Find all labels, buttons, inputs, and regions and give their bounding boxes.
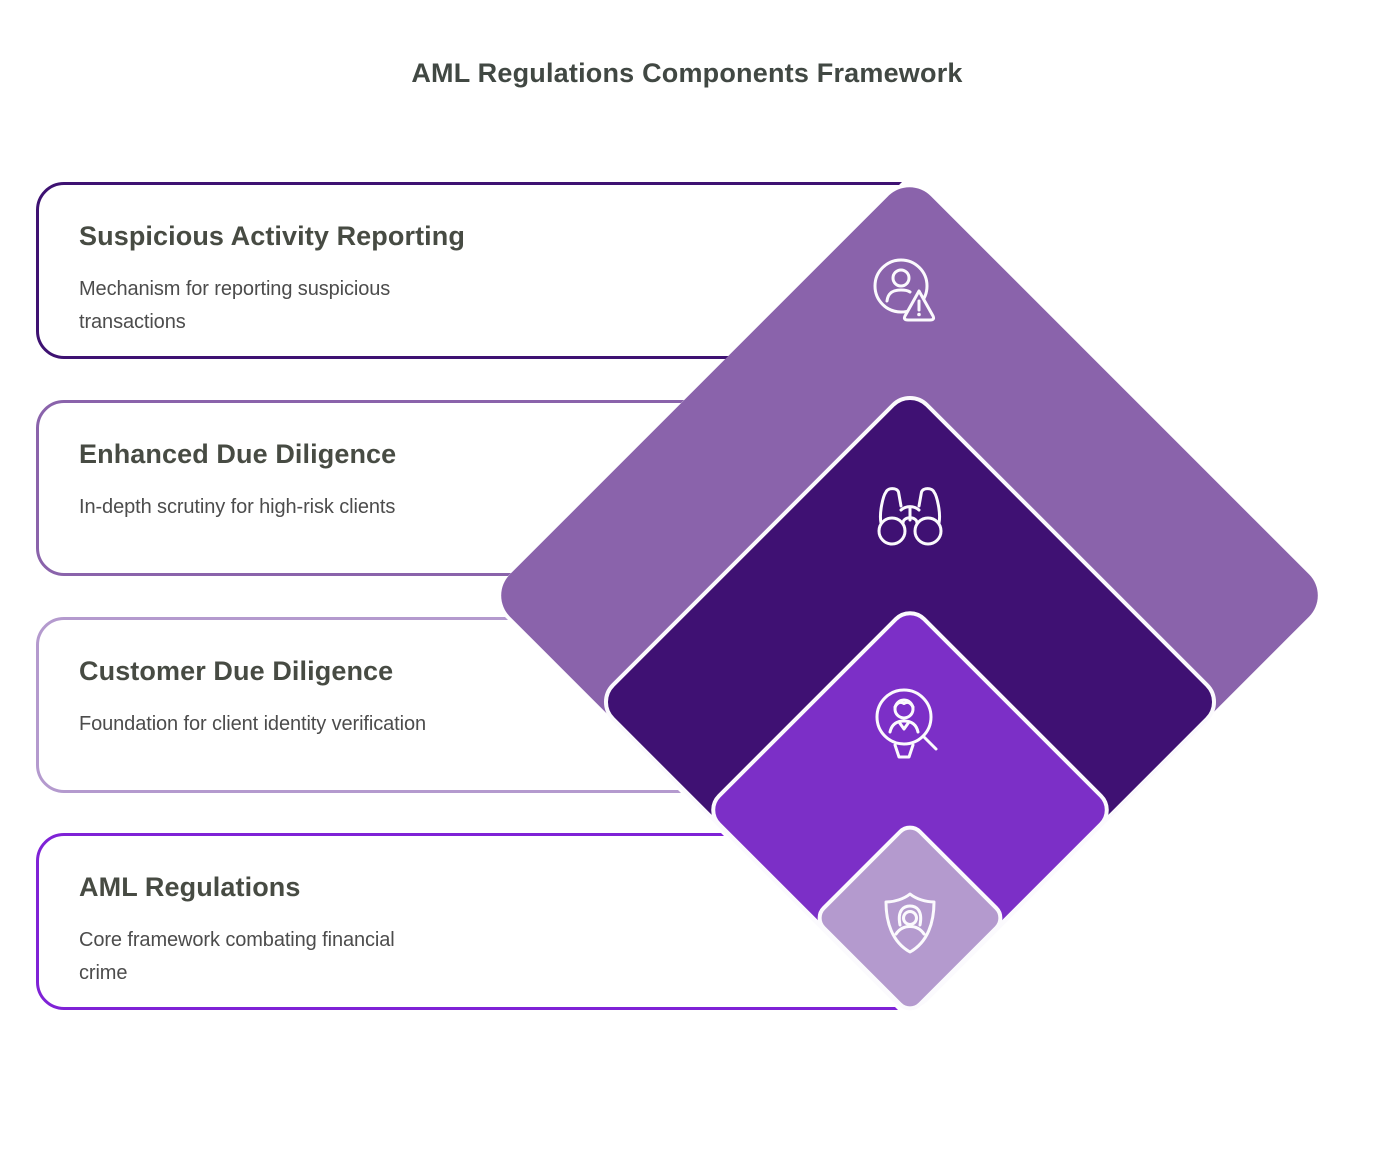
- card-description: Mechanism for reporting suspicious trans…: [79, 278, 391, 333]
- card-suspicious-activity-reporting: Suspicious Activity Reporting Mechanism …: [36, 182, 902, 359]
- user-search-icon: [868, 684, 946, 762]
- card-description: Foundation for client identity verificat…: [79, 713, 426, 735]
- card-description: In-depth scrutiny for high-risk clients: [79, 496, 396, 518]
- page-title: AML Regulations Components Framework: [411, 58, 963, 88]
- card-description: Core framework combating financial crime: [79, 929, 395, 984]
- card-heading: Suspicious Activity Reporting: [79, 221, 465, 251]
- user-alert-icon: [867, 254, 943, 330]
- card-heading: AML Regulations: [79, 872, 301, 902]
- shield-user-icon: [878, 890, 942, 958]
- card-heading: Customer Due Diligence: [79, 656, 394, 686]
- card-heading: Enhanced Due Diligence: [79, 439, 397, 469]
- binoculars-icon: [870, 476, 950, 556]
